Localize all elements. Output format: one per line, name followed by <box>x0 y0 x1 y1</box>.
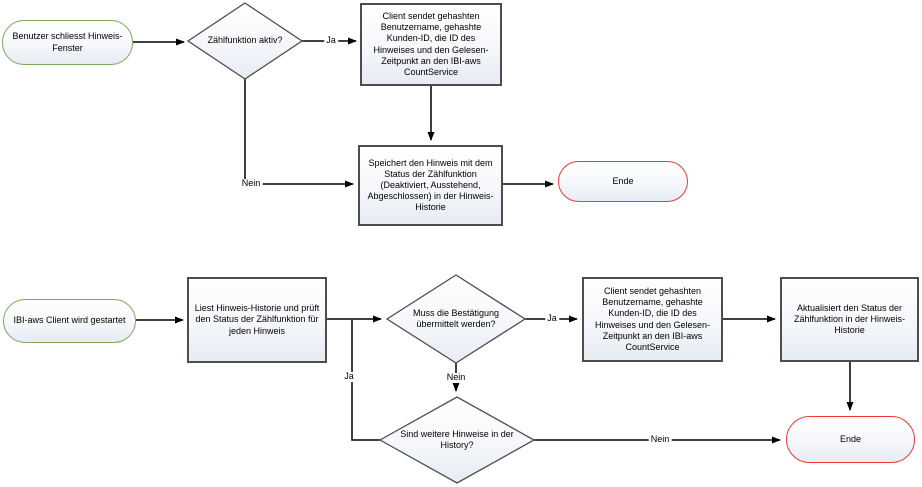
process-send-count-top: Client sendet gehashten Benutzername, ge… <box>360 3 502 86</box>
edge-label-nein-bottom: Nein <box>648 434 672 445</box>
process-read-history: Liest Hinweis-Historie und prüft den Sta… <box>187 277 327 363</box>
edge-label-nein-top: Nein <box>239 178 263 189</box>
process-update-status: Aktualisiert den Status der Zählfunktion… <box>780 277 919 362</box>
decision-more-shape <box>378 396 536 484</box>
edge-label-ja-middle: Ja <box>545 313 559 324</box>
start-node-client-started: IBI-aws Client wird gestartet <box>3 299 136 343</box>
end-node-bottom: Ende <box>786 416 915 463</box>
edge-label-nein-middle: Nein <box>444 372 468 383</box>
decision-count-active-shape <box>186 2 304 80</box>
process-send-count-bottom: Client sendet gehashten Benutzername, ge… <box>582 277 723 362</box>
edge-decision3-ja-loop <box>351 320 380 441</box>
edge-label-ja-loop: Ja <box>342 371 356 382</box>
start-node-close-window: Benutzer schliesst Hinweis-Fenster <box>2 20 133 65</box>
edge-decision1-nein <box>244 79 354 188</box>
edge-label-ja-top: Ja <box>324 35 338 46</box>
decision-confirm-shape <box>385 274 527 364</box>
end-node-top: Ende <box>558 161 688 202</box>
process-store-history: Speichert den Hinweis mit dem Status der… <box>358 145 503 226</box>
